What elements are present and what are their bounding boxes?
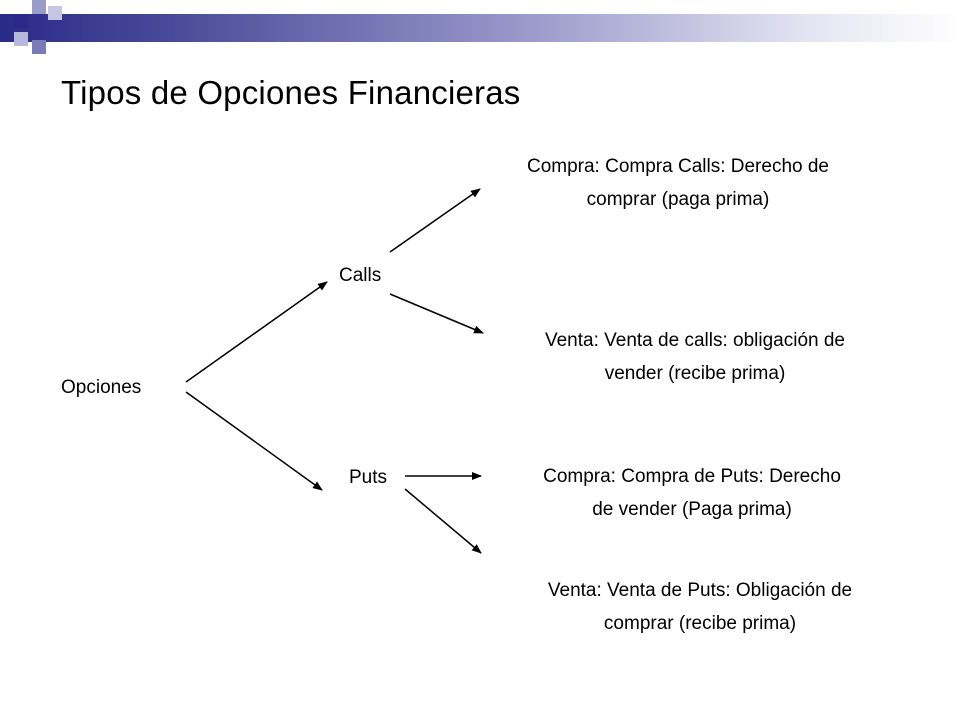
page-title: Tipos de Opciones Financieras (61, 74, 521, 111)
arrow-calls-to-venta (389, 293, 484, 334)
header-gradient-bar (0, 14, 960, 42)
arrow-opciones-to-puts (185, 391, 323, 491)
node-calls: Calls (339, 265, 382, 286)
header-square-light-2 (14, 32, 28, 46)
leaf-puts-compra: Compra: Compra de Puts: Derecho de vende… (500, 460, 884, 526)
leaf-puts-compra-line2: de vender (Paga prima) (592, 499, 792, 520)
leaf-puts-compra-line1: Compra: Compra de Puts: Derecho (543, 466, 841, 487)
leaf-calls-compra: Compra: Compra Calls: Derecho de comprar… (490, 150, 866, 216)
leaf-calls-venta-line1: Venta: Venta de calls: obligación de (544, 330, 845, 351)
leaf-calls-compra-line2: comprar (paga prima) (586, 189, 770, 210)
arrow-puts-to-venta (404, 488, 482, 554)
node-puts: Puts (349, 467, 388, 488)
leaf-calls-compra-line1: Compra: Compra Calls: Derecho de (526, 156, 829, 177)
header-square-dark (14, 14, 28, 28)
leaf-puts-venta-line1: Venta: Venta de Puts: Obligación de (547, 580, 853, 601)
leaf-puts-venta: Venta: Venta de Puts: Obligación de comp… (502, 574, 898, 640)
header-square-mid-2 (32, 40, 46, 54)
arrow-calls-to-compra (389, 188, 481, 253)
leaf-calls-venta: Venta: Venta de calls: obligación de ven… (500, 324, 890, 390)
node-opciones: Opciones (61, 377, 142, 398)
arrow-opciones-to-calls (185, 281, 328, 383)
leaf-puts-venta-line2: comprar (recibe prima) (603, 613, 797, 634)
header-square-mid (32, 0, 46, 14)
header-square-light (48, 6, 62, 20)
leaf-calls-venta-line2: vender (recibe prima) (604, 363, 786, 384)
